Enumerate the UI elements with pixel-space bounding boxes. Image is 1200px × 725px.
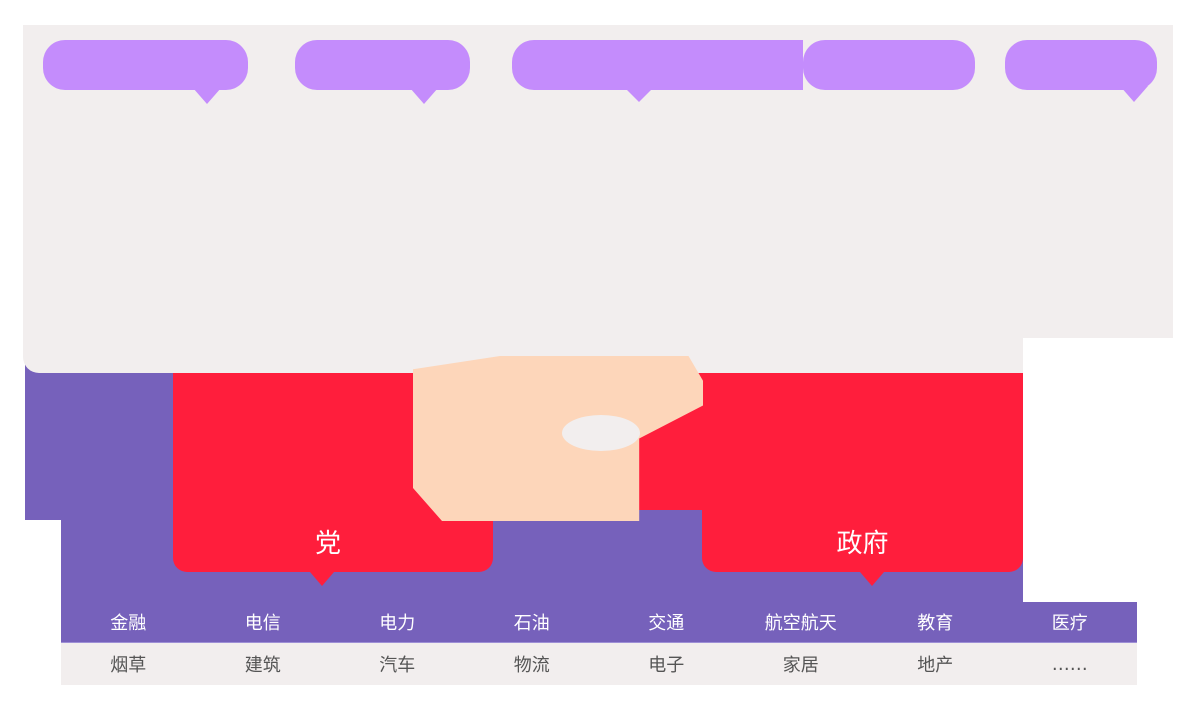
industry-table: 金融 电信 电力 石油 交通 航空航天 教育 医疗 烟草 建筑 汽车 物流 电子…: [61, 602, 1137, 685]
top-label-1-pointer: [193, 88, 221, 104]
industry-cell: 烟草: [110, 655, 147, 676]
industry-row-2: 烟草 建筑 汽车 物流 电子 家居 地产 ……: [61, 642, 1137, 685]
top-label-2: [295, 40, 470, 90]
industry-cell: 电信: [244, 613, 281, 634]
red-pillar-government: [702, 360, 1023, 572]
top-label-1: [43, 40, 248, 90]
top-label-4: [667, 40, 803, 90]
industry-cell: 石油: [513, 613, 550, 634]
industry-cell: 家居: [782, 655, 819, 676]
top-label-6-pointer: [1120, 86, 1148, 102]
industry-cell: 汽车: [379, 655, 416, 676]
top-label-5: [803, 40, 975, 90]
industry-cell: ……: [1051, 653, 1088, 675]
party-label: 党: [314, 529, 341, 559]
industry-cell: 建筑: [244, 655, 281, 676]
industry-cell: 交通: [648, 613, 685, 634]
industry-cell: 电力: [379, 613, 416, 634]
white-cutout: [1023, 338, 1200, 602]
top-label-3-pointer: [625, 88, 653, 102]
industry-cell: 航空航天: [764, 613, 837, 634]
industry-cell: 金融: [110, 613, 147, 634]
government-pointer-icon: [860, 572, 884, 586]
top-label-3: [512, 40, 667, 90]
industry-cell: 地产: [917, 655, 954, 676]
peach-center-hole: [562, 415, 640, 451]
industry-cell: 教育: [917, 613, 954, 634]
party-pointer-icon: [310, 572, 334, 586]
industry-cell: 物流: [513, 655, 550, 676]
industry-row-1: 金融 电信 电力 石油 交通 航空航天 教育 医疗: [61, 602, 1137, 642]
industry-cell: 医疗: [1051, 613, 1088, 634]
top-label-6: [1005, 40, 1157, 90]
top-label-2-pointer: [410, 88, 438, 104]
industry-cell: 电子: [648, 655, 685, 676]
government-label: 政府: [836, 529, 889, 559]
